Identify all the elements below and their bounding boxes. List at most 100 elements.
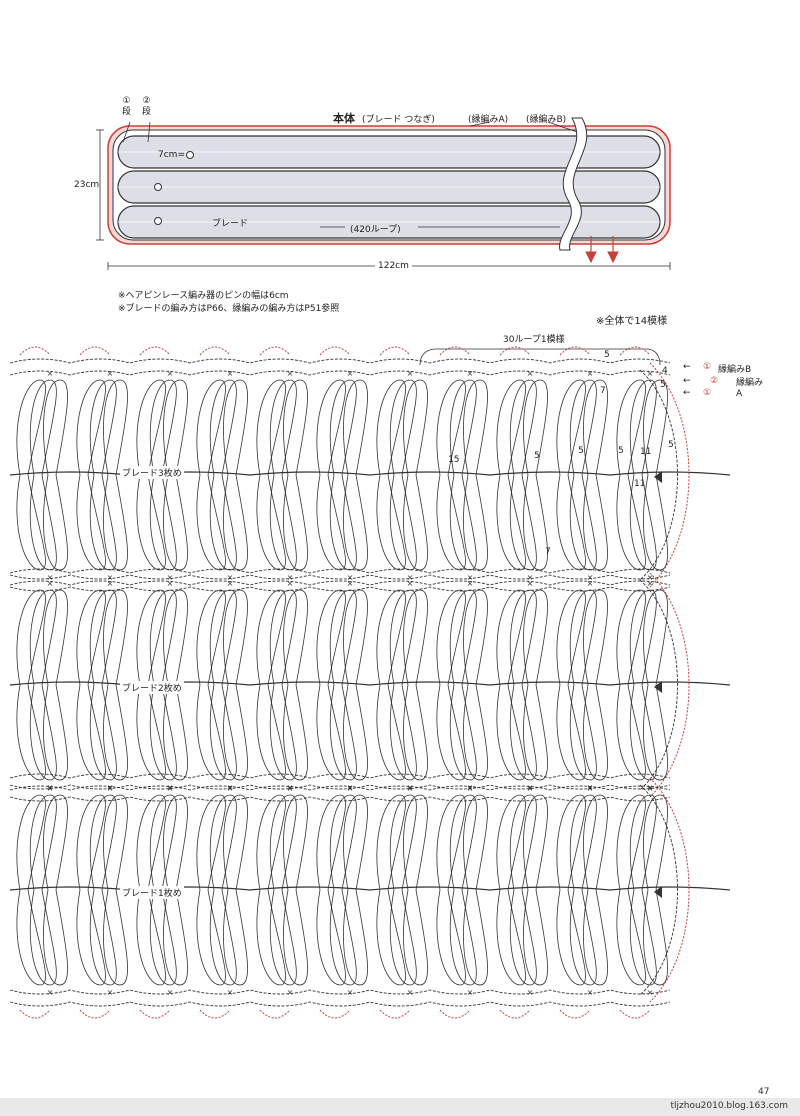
footer-bar: [0, 1098, 800, 1116]
hairpin-loop: [16, 379, 46, 476]
hairpin-loop: [163, 589, 188, 686]
hairpin-loop: [583, 684, 608, 781]
hairpin-loop: [89, 474, 117, 571]
stitch-x-mark: ×: [227, 369, 234, 378]
stitch-x-mark: ×: [347, 369, 354, 378]
hairpin-loop: [43, 589, 68, 686]
hairpin-loop: [283, 474, 308, 571]
hairpin-loop: [569, 474, 597, 571]
stitch-x-mark: ×: [107, 783, 114, 792]
stitch-x-mark: ×: [407, 783, 414, 792]
stitch-x-mark: ×: [167, 784, 174, 793]
hairpin-loop: [509, 474, 537, 571]
stitch-x-mark: ×: [467, 783, 474, 792]
hairpin-loop: [449, 589, 477, 686]
hairpin-loop: [223, 474, 248, 571]
hairpin-loop: [449, 474, 477, 571]
hairpin-loop: [343, 684, 368, 781]
hairpin-loop: [316, 889, 346, 986]
edge-scallop: [619, 346, 651, 356]
height-label: 23cm: [74, 180, 100, 190]
stitch-x-mark: ×: [227, 579, 234, 588]
edge-scallop: [139, 346, 171, 356]
note-reference: ※ブレードの編み方はP66、縁編みの編み方はP51参照: [118, 304, 340, 314]
stitch-x-mark: ×: [107, 579, 114, 588]
edge-scallop: [139, 1009, 171, 1019]
hairpin-loop: [149, 474, 177, 571]
stitch-x-mark: ×: [587, 369, 594, 378]
red-down-arrow-icon: [585, 236, 597, 264]
stitch-x-mark: ×: [287, 783, 294, 792]
edge-scallop: [559, 346, 591, 356]
edge-scallop: [499, 346, 531, 356]
edge-scallop: [19, 1009, 51, 1019]
circled-2: ②: [710, 376, 719, 386]
stitch-x-mark: ×: [527, 784, 534, 793]
stitch-x-mark: ×: [47, 579, 54, 588]
hairpin-loop: [223, 379, 248, 476]
hairpin-loop: [43, 889, 68, 986]
hairpin-loop: [449, 379, 477, 476]
hairpin-loop: [89, 684, 117, 781]
hairpin-loop: [509, 889, 537, 986]
pin-circle: [186, 151, 194, 159]
hairpin-loop: [196, 379, 226, 476]
hairpin-loop: [449, 889, 477, 986]
stitch-x-mark: ×: [347, 579, 354, 588]
hairpin-loop: [89, 589, 117, 686]
stitch-x-mark: ×: [347, 783, 354, 792]
stitch-x-mark: ×: [647, 573, 654, 582]
hairpin-loop: [509, 684, 537, 781]
hairpin-loop: [616, 589, 646, 686]
hairpin-loop: [196, 589, 226, 686]
hairpin-loop: [136, 589, 166, 686]
hairpin-loop: [389, 589, 417, 686]
hairpin-loop: [136, 379, 166, 476]
edge-b-legend: 縁編みB: [718, 365, 752, 375]
circled-1-a: ①: [703, 388, 712, 398]
hairpin-loop: [556, 684, 586, 781]
stitch-x-mark: ×: [287, 784, 294, 793]
hairpin-loop: [629, 794, 657, 891]
row1-label: ① 段: [122, 96, 132, 117]
hairpin-loop: [136, 889, 166, 986]
stitch-x-mark: ×: [227, 573, 234, 582]
schematic-title: 本体: [333, 112, 355, 125]
edge-scallop: [379, 346, 411, 356]
count-5: 5: [534, 451, 540, 461]
hairpin-loop: [496, 794, 526, 891]
hairpin-loop: [403, 889, 428, 986]
hairpin-loop: [16, 474, 46, 571]
stitch-x-mark: ×: [47, 783, 54, 792]
stitch-x-mark: ×: [467, 573, 474, 582]
stitch-x-mark: ×: [527, 783, 534, 792]
hairpin-loop: [569, 794, 597, 891]
count-7: 7: [545, 547, 551, 557]
hairpin-loop: [403, 794, 428, 891]
chain-row: [9, 796, 671, 802]
hairpin-loop: [16, 684, 46, 781]
hairpin-loop: [583, 589, 608, 686]
hairpin-loop: [449, 794, 477, 891]
hairpin-loop: [316, 589, 346, 686]
hairpin-loop: [403, 474, 428, 571]
stitch-x-mark: ×: [587, 783, 594, 792]
hairpin-loop: [329, 889, 357, 986]
chain-row: [9, 358, 671, 364]
hairpin-loop: [76, 379, 106, 476]
hairpin-loop: [76, 889, 106, 986]
pin-circle: [154, 217, 162, 225]
hairpin-loop: [329, 684, 357, 781]
loops-label: (420ループ): [350, 225, 401, 235]
hairpin-loop: [29, 379, 57, 476]
hairpin-loop: [163, 379, 188, 476]
hairpin-loop: [436, 379, 466, 476]
hairpin-loop: [43, 474, 68, 571]
hairpin-loop: [403, 379, 428, 476]
hairpin-loop: [196, 684, 226, 781]
count-5: 5: [660, 380, 666, 390]
crochet-chart: ××××××××××××××××××××××××××××××××××××××××…: [9, 346, 731, 1019]
hairpin-loop: [149, 379, 177, 476]
stitch-x-mark: ×: [587, 573, 594, 582]
hairpin-loop: [196, 474, 226, 571]
